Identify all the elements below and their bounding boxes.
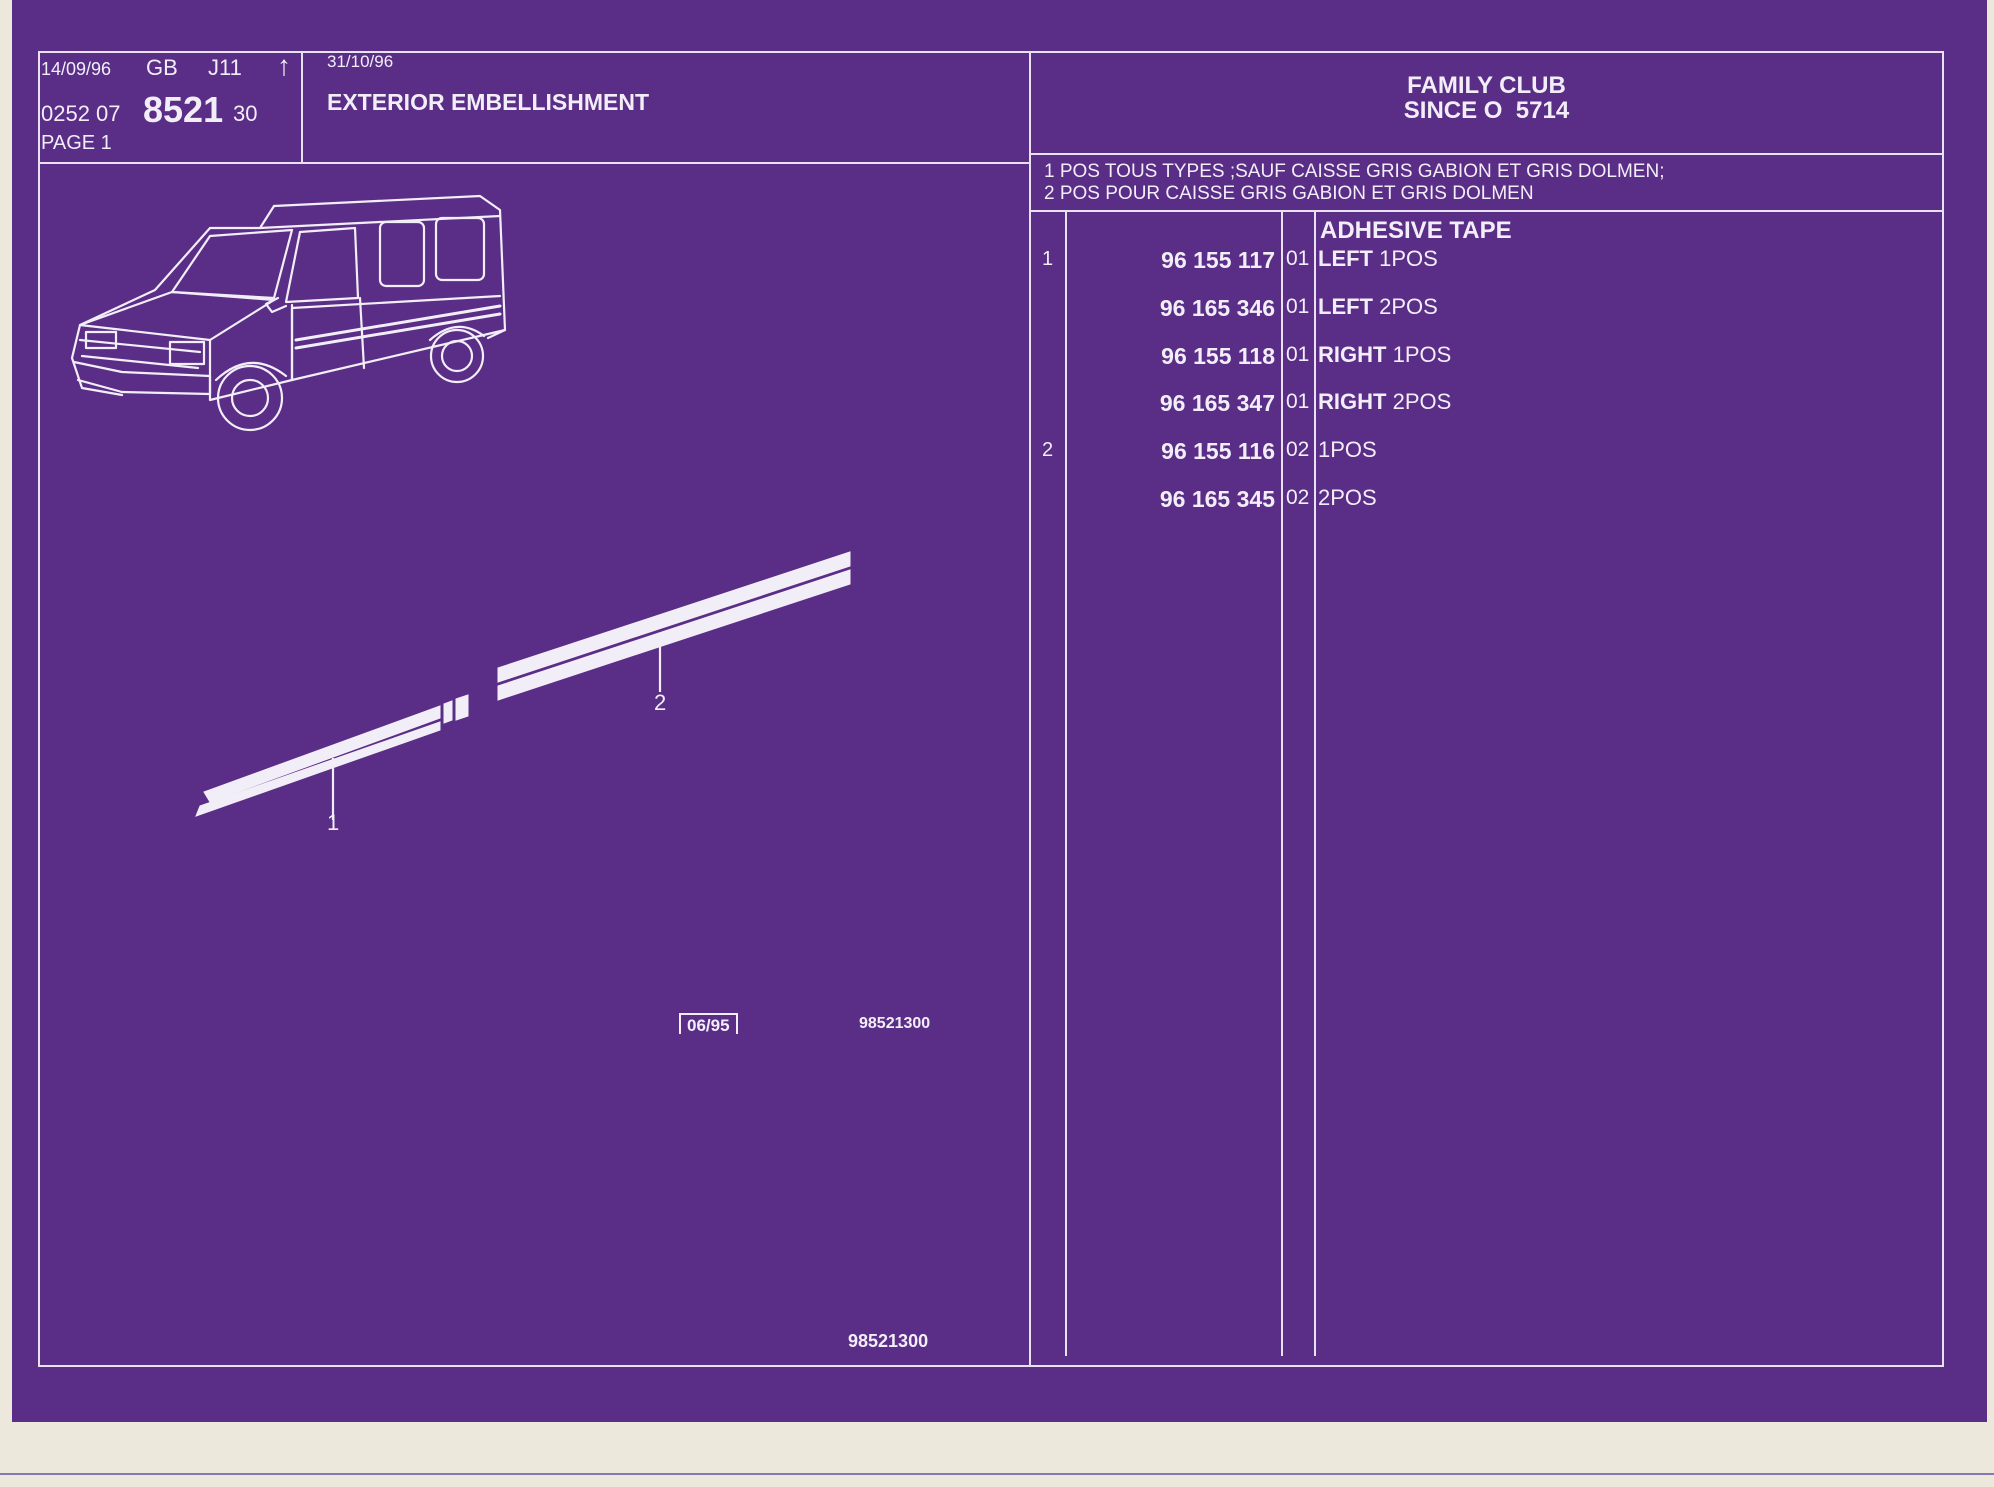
reference-prefix: 0252 07 <box>41 101 121 126</box>
quantity: 01 <box>1286 343 1310 366</box>
quantity: 01 <box>1286 247 1310 270</box>
variant-label: 1POS <box>1392 342 1452 367</box>
part-description: 2POS <box>1318 485 1377 511</box>
part-number: 96 165 346 <box>1159 295 1275 321</box>
diagram-date-stamp: 06/95 <box>679 1013 738 1034</box>
position-number: 2 <box>1042 439 1054 461</box>
arrow-up-icon: ↑ <box>277 50 291 81</box>
side-label: LEFT <box>1318 294 1373 319</box>
side-label: RIGHT <box>1318 342 1387 367</box>
sheet-frame <box>38 51 1944 1367</box>
tape-strip-diagram <box>195 551 851 820</box>
tape-strip-2 <box>497 551 851 683</box>
callout-1: 1 <box>327 810 340 835</box>
quantity: 01 <box>1286 390 1310 413</box>
part-number: 96 155 118 <box>1161 343 1275 369</box>
parts-catalog-sheet <box>12 0 1987 1422</box>
reference-main: 8521 <box>143 89 224 130</box>
callout-2: 2 <box>654 690 667 715</box>
page-title: EXTERIOR EMBELLISHMENT <box>327 89 650 115</box>
part-number: 96 165 347 <box>1159 390 1275 416</box>
variant-label: 2POS <box>1379 294 1438 319</box>
qty-column-divider <box>1314 211 1316 1356</box>
paper-edge-line <box>0 1473 1994 1475</box>
part-description: 1POS <box>1318 437 1377 463</box>
header-divider <box>38 162 1030 164</box>
language-code: GB <box>146 55 178 80</box>
side-label: LEFT <box>1318 246 1373 271</box>
diagram-reference: 98521300 <box>859 1015 931 1032</box>
model-code: J11 <box>208 55 242 80</box>
revision-date: 31/10/96 <box>327 52 394 71</box>
quantity: 02 <box>1286 438 1310 461</box>
part-description: LEFT 1POS <box>1318 246 1438 272</box>
note-line-2: 2 POS POUR CAISSE GRIS GABION ET GRIS DO… <box>1044 183 1534 204</box>
part-description: LEFT 2POS <box>1318 294 1438 320</box>
variant-label: 1POS <box>1318 437 1377 462</box>
part-description: RIGHT 2POS <box>1318 389 1451 415</box>
pos-column-divider <box>1065 211 1067 1356</box>
tape-strip-2-lower <box>497 569 851 701</box>
part-description: RIGHT 1POS <box>1318 342 1451 368</box>
model-since: SINCE O 5714 <box>1403 97 1570 124</box>
notes-divider <box>1030 210 1943 212</box>
quantity: 02 <box>1286 486 1310 509</box>
quantity: 01 <box>1286 295 1310 318</box>
part-number: 96 155 116 <box>1161 438 1275 464</box>
part-number: 96 165 345 <box>1159 486 1275 512</box>
variant-label: 2POS <box>1318 485 1377 510</box>
number-column-divider <box>1281 211 1283 1356</box>
note-line-1: 1 POS TOUS TYPES ;SAUF CAISSE GRIS GABIO… <box>1044 161 1665 182</box>
position-number: 1 <box>1042 248 1054 270</box>
section-title: ADHESIVE TAPE <box>1320 217 1512 244</box>
model-box-divider <box>1030 153 1943 155</box>
tape-strip-1-lower <box>195 721 441 817</box>
van-illustration <box>70 194 507 432</box>
reference-suffix: 30 <box>233 101 258 126</box>
footer-reference: 98521300 <box>848 1331 929 1351</box>
model-name: FAMILY CLUB <box>1407 72 1566 99</box>
main-vertical-divider <box>1029 52 1031 1367</box>
page-number: PAGE 1 <box>41 132 112 154</box>
tape-strip-1 <box>203 705 441 803</box>
header-left-divider <box>301 52 303 163</box>
variant-label: 1POS <box>1379 246 1438 271</box>
side-label: RIGHT <box>1318 389 1387 414</box>
part-number: 96 155 117 <box>1161 247 1275 273</box>
variant-label: 2POS <box>1392 389 1452 414</box>
print-date: 14/09/96 <box>41 59 112 79</box>
